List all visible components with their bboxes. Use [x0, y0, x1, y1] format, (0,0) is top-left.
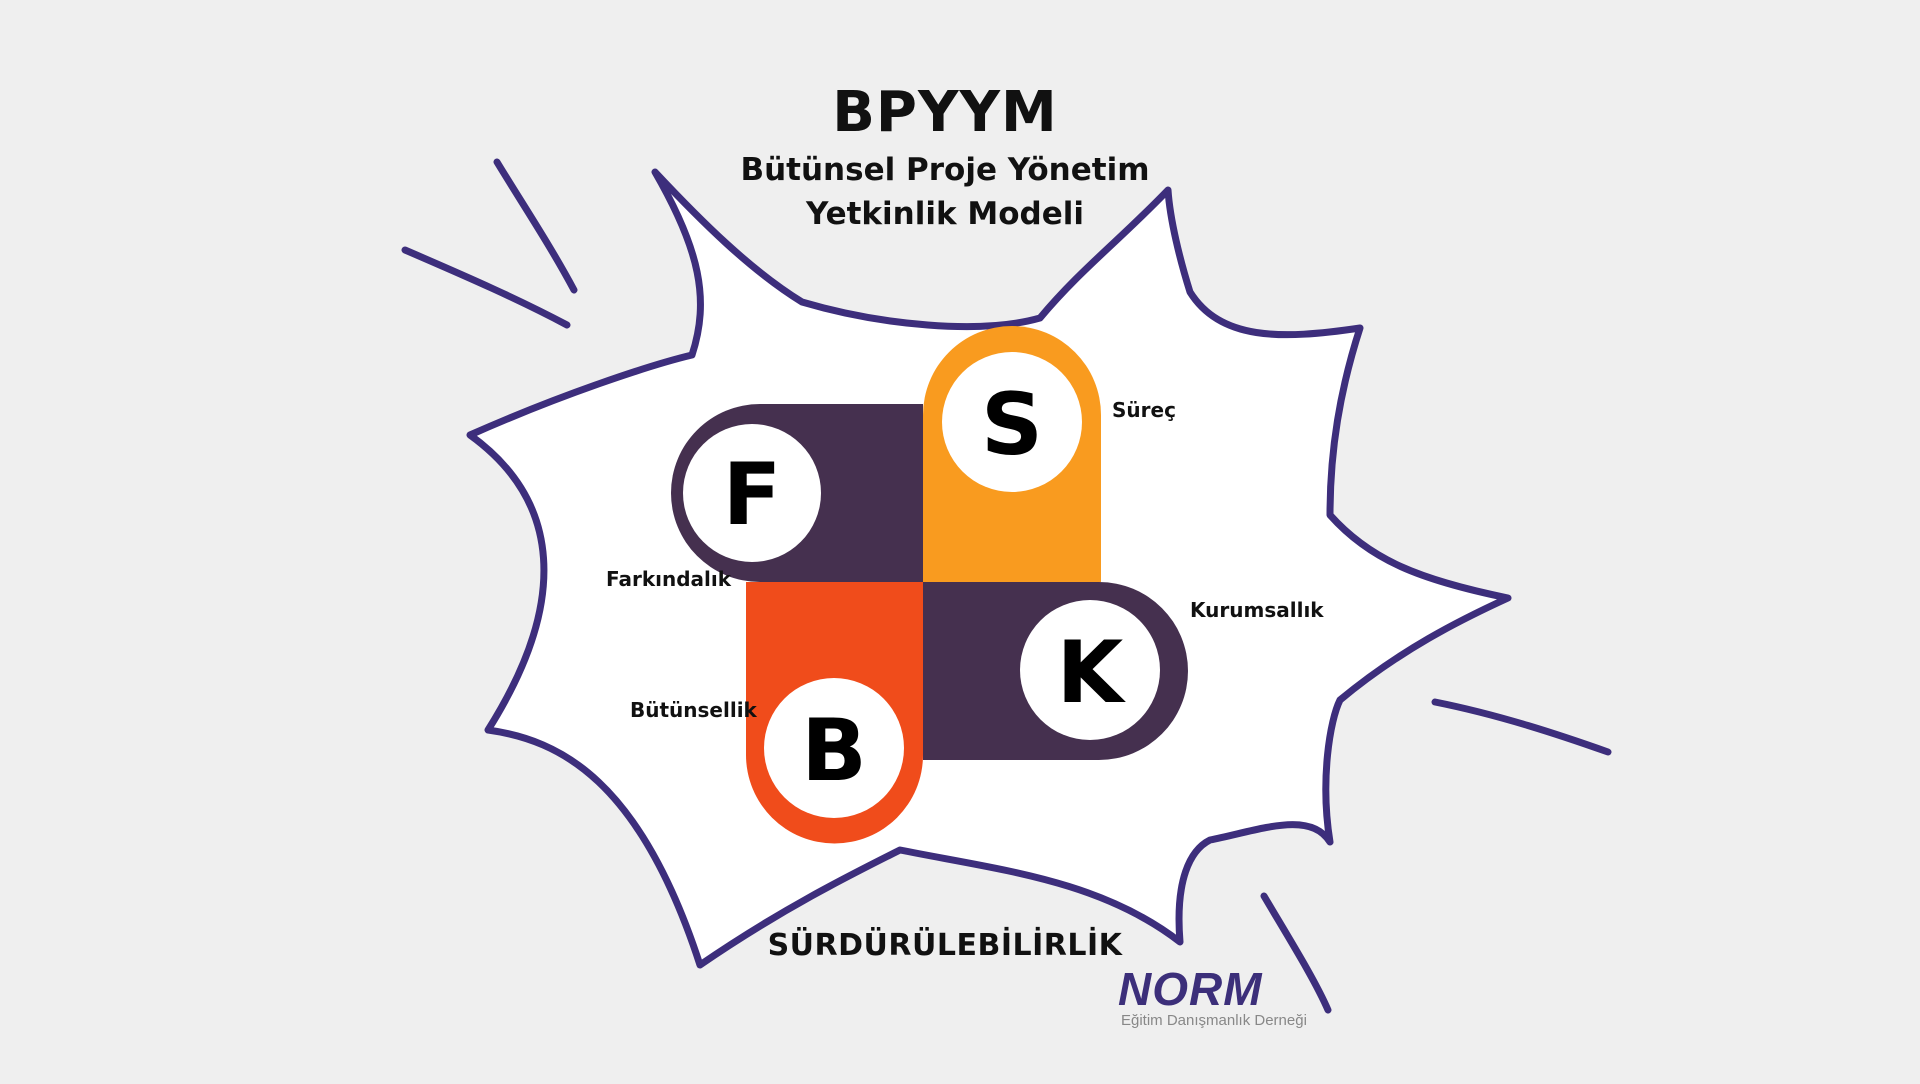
stroke-mark-3 — [1431, 698, 1612, 756]
letter-b: B — [801, 701, 867, 801]
norm-logo-subtitle: Eğitim Danışmanlık Derneği — [1121, 1012, 1307, 1029]
stroke-mark-4 — [1260, 892, 1332, 1014]
letter-f: F — [723, 445, 782, 545]
circle-k — [1020, 600, 1160, 740]
label-butunsellik: Bütünsellik — [630, 698, 757, 722]
circle-b — [764, 678, 904, 818]
label-surec: Süreç — [1112, 398, 1176, 422]
subtitle-line-2: Yetkinlik Modeli — [805, 196, 1085, 232]
circle-f — [683, 424, 821, 562]
letter-k: K — [1057, 623, 1127, 723]
stroke-mark-1 — [401, 246, 571, 329]
footer-label: SÜRDÜRÜLEBİLİRLİK — [767, 928, 1123, 963]
title-block: BPYYM Bütünsel Proje Yönetim Yetkinlik M… — [0, 78, 1890, 236]
stroke-mark-2 — [493, 158, 578, 294]
letter-s: S — [981, 375, 1043, 475]
circle-s — [942, 352, 1082, 492]
subtitle-line-1: Bütünsel Proje Yönetim — [740, 152, 1150, 188]
label-farkindalik: Farkındalık — [606, 567, 732, 591]
norm-logo: NORM — [1118, 963, 1263, 1015]
page-title: BPYYM — [832, 80, 1058, 145]
label-kurumsallik: Kurumsallık — [1190, 598, 1324, 622]
